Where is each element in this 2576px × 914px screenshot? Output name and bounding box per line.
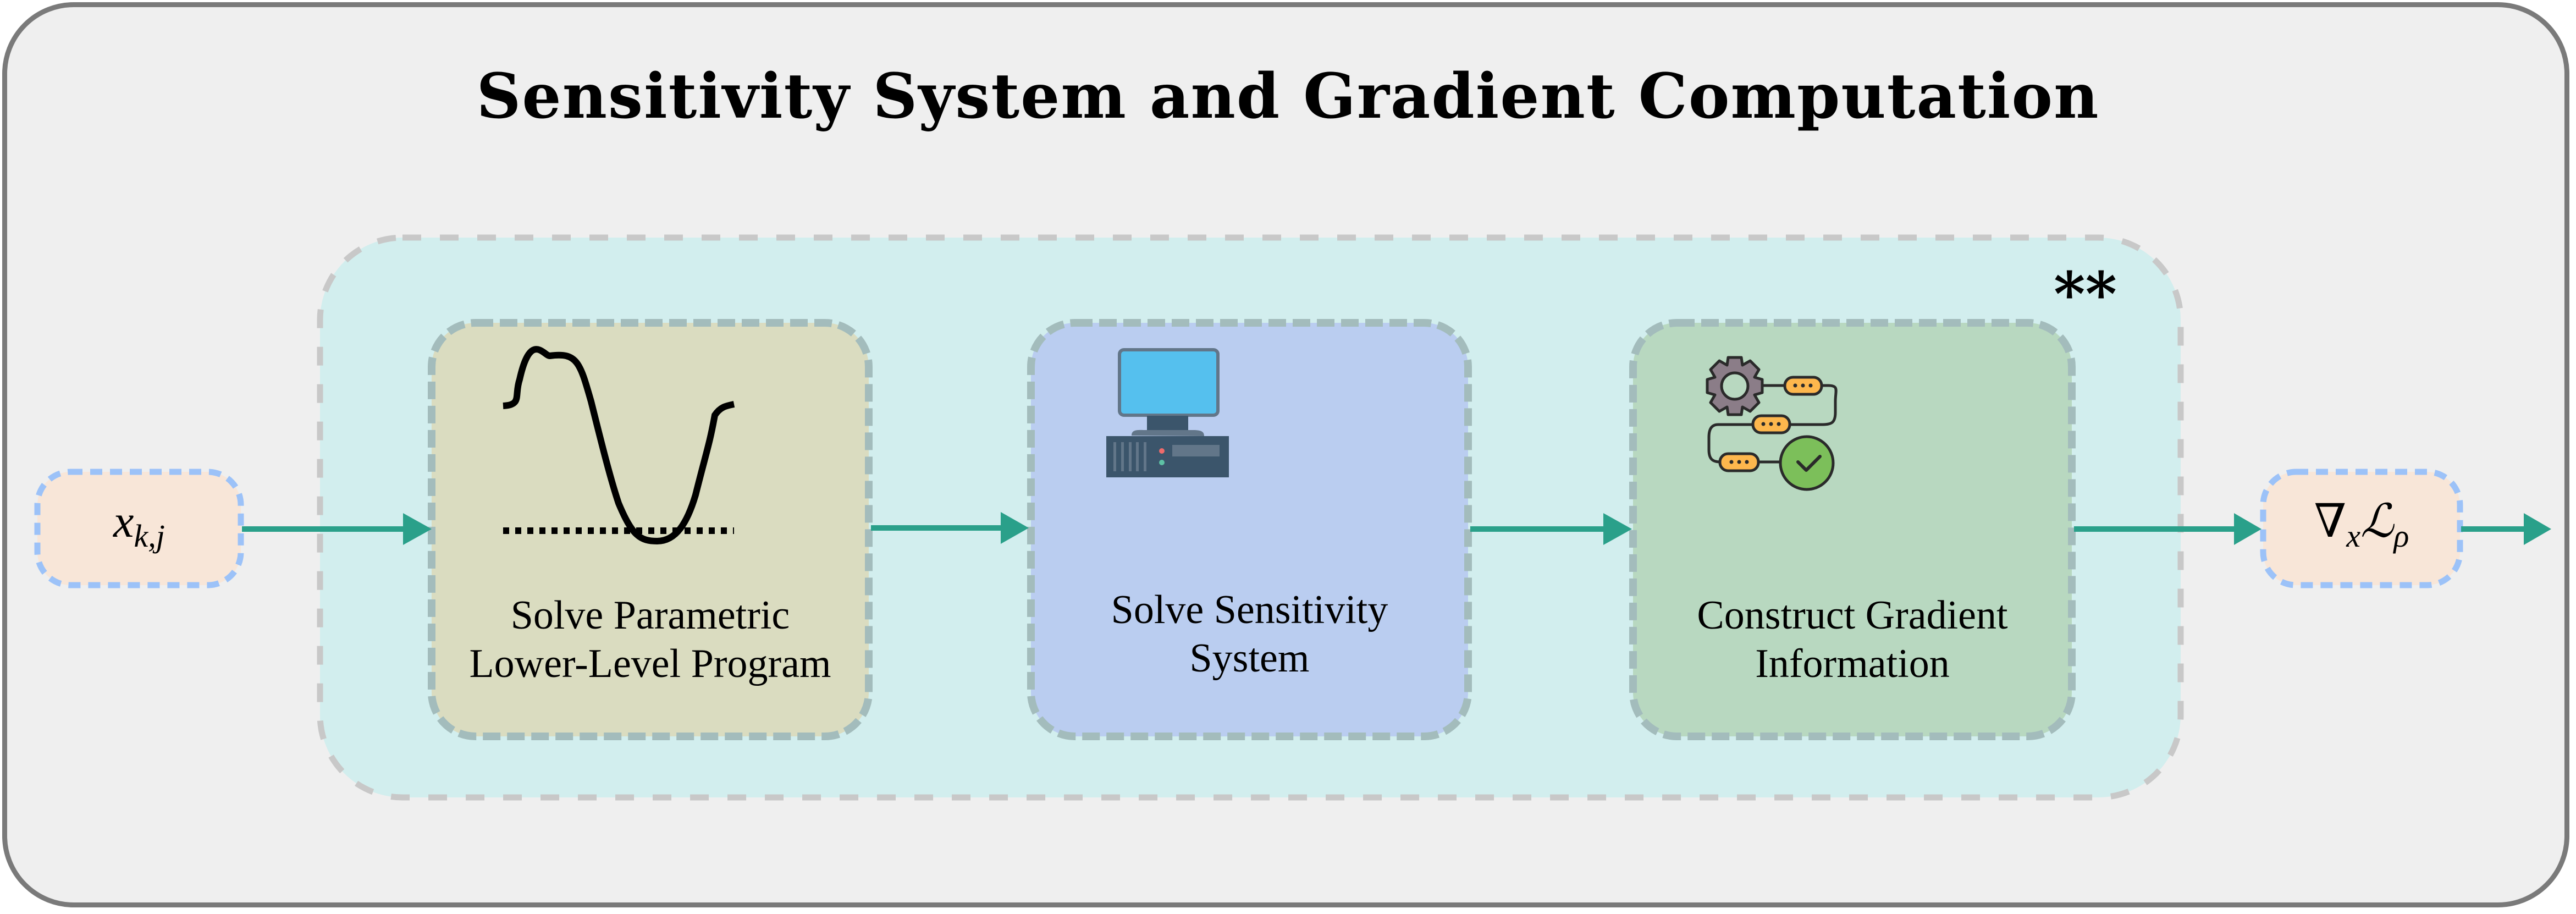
input-subscript: k,j [134, 517, 165, 554]
input-label: xk,j [37, 495, 241, 554]
output-subscript-x: x [2346, 517, 2361, 554]
stage-label-solve-sensitivity: Solve Sensitivity System [1031, 586, 1468, 682]
stage-label-line2: Information [1755, 641, 1950, 686]
arrow-stage1-to-stage2 [871, 512, 1029, 544]
arrow-stage3-to-output [2074, 513, 2261, 545]
arrow-output-exit [2461, 513, 2551, 545]
output-node [2260, 469, 2463, 588]
container-marker: ** [2054, 258, 2117, 329]
stage-box-solve-sensitivity [1027, 319, 1472, 740]
arrow-input-to-stage1 [242, 513, 432, 545]
diagram-title: Sensitivity System and Gradient Computat… [476, 60, 2100, 133]
stage-box-construct-gradient [1629, 319, 2076, 740]
loss-symbol: ℒ [2360, 496, 2394, 547]
arrow-stage2-to-stage3 [1470, 513, 1632, 545]
input-node [34, 469, 244, 588]
stage-label-line1: Solve Parametric [510, 593, 790, 638]
stage-label-line1: Solve Sensitivity [1111, 587, 1388, 632]
output-label: ∇xℒρ [2263, 494, 2460, 554]
stage-label-line1: Construct Gradient [1697, 593, 2008, 638]
gear-workflow-check-icon [1706, 356, 1838, 491]
stage-label-line2: System [1189, 636, 1310, 681]
nabla-symbol: ∇ [2314, 496, 2347, 547]
stage-label-line2: Lower-Level Program [469, 641, 831, 686]
stage-label-construct-gradient: Construct Gradient Information [1633, 591, 2072, 688]
input-symbol: x [113, 496, 134, 547]
output-subscript-rho: ρ [2393, 517, 2409, 554]
stage-label-solve-parametric: Solve Parametric Lower-Level Program [432, 591, 869, 688]
desktop-computer-icon [1106, 348, 1229, 477]
sine-curve-icon [503, 346, 735, 545]
